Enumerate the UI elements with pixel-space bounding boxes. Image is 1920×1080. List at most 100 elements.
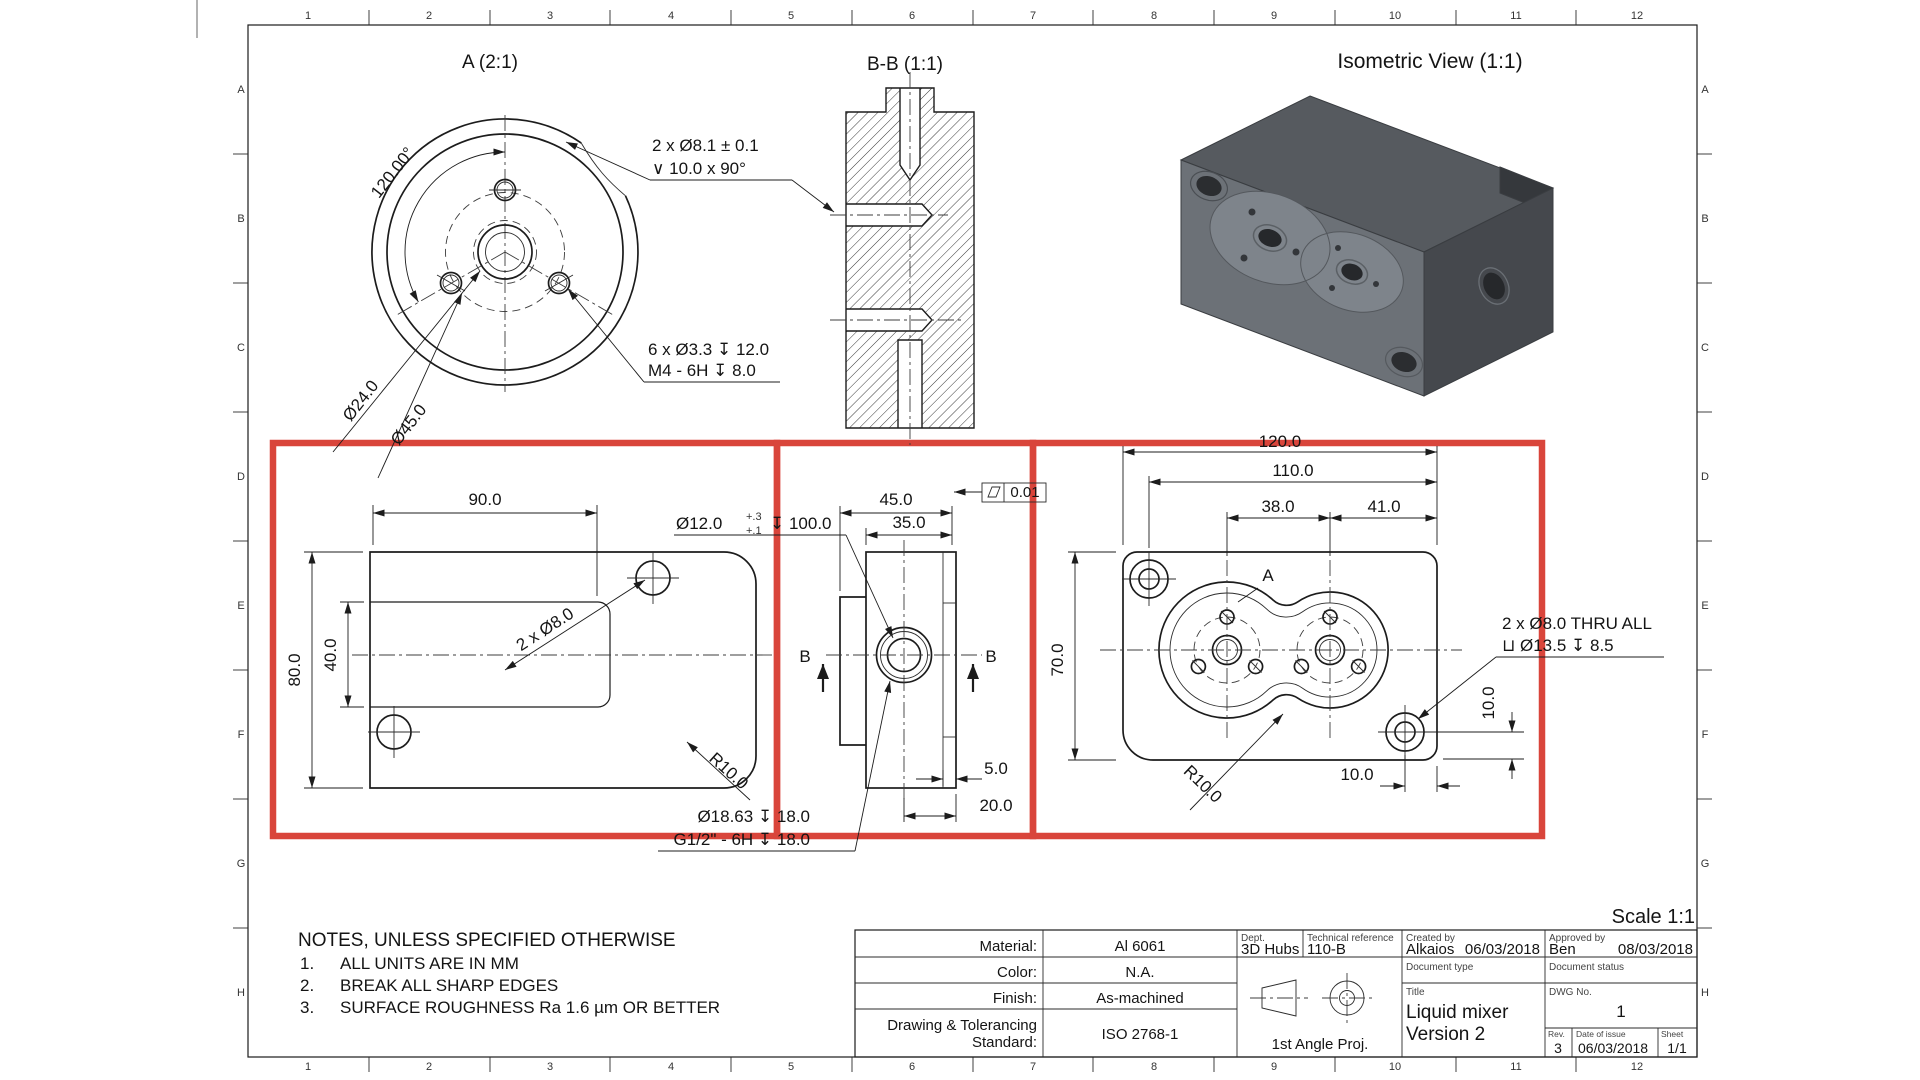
flatness-control-frame: 0.01 — [954, 482, 1047, 503]
top-ruler-ticks — [368, 10, 1577, 25]
dwg-no-label: DWG No. — [1549, 987, 1592, 998]
pocket-outer-profile — [1158, 581, 1389, 719]
grid-col-label: 3 — [547, 10, 553, 22]
dwg-no-value: 1 — [1616, 1002, 1625, 1021]
projection-symbols — [1250, 973, 1372, 1023]
dim-20: 20.0 — [979, 796, 1012, 815]
m4-hole — [436, 271, 466, 295]
dept-label: Dept. — [1241, 933, 1265, 944]
plate-outline — [369, 551, 757, 789]
plate-corner-hole — [627, 552, 679, 604]
bore-tol-lower: +.1 — [746, 525, 762, 537]
projection-label: 1st Angle Proj. — [1272, 1036, 1369, 1053]
front-view-outline — [1122, 551, 1438, 761]
countersink-callout-line2: ∨ 10.0 x 90° — [652, 159, 746, 178]
port-callout-line2: G1/2" - 6H ↧ 18.0 — [673, 830, 810, 849]
grid-col-label: 5 — [788, 1061, 794, 1073]
note-item-text: BREAK ALL SHARP EDGES — [340, 976, 558, 995]
grid-row-label: E — [237, 600, 244, 612]
iso-counterbore-hole — [1189, 170, 1229, 202]
approved-by-label: Approved by — [1549, 933, 1605, 944]
finish-value: As-machined — [1096, 990, 1184, 1007]
material-label: Material: — [979, 938, 1037, 955]
grid-row-label: B — [1701, 213, 1708, 225]
grid-row-label: H — [1701, 987, 1709, 999]
pocket-bolt-holes — [1190, 609, 1367, 675]
note-item-text: SURFACE ROUGHNESS Ra 1.6 µm OR BETTER — [340, 998, 720, 1017]
dim-41: 41.0 — [1367, 497, 1400, 516]
tapped-hole-callout: 6 x Ø3.3 ↧ 12.0 M4 - 6H ↧ 8.0 — [567, 288, 780, 383]
drawing-title-line1: Liquid mixer — [1406, 1002, 1509, 1023]
grid-col-label: 2 — [426, 1061, 432, 1073]
tapped-hole-callout-line2: M4 - 6H ↧ 8.0 — [648, 361, 756, 380]
sheet-label: Sheet — [1661, 1029, 1684, 1039]
dim-35: 35.0 — [892, 513, 925, 532]
techref-value: 110-B — [1307, 941, 1346, 958]
dim-r10-plate: R10.0 — [705, 749, 751, 793]
dim-110: 110.0 — [1272, 461, 1313, 480]
plate-view: 90.0 80.0 40.0 2 x Ø8.0 R10.0 Ø12.0 +.3 … — [285, 490, 894, 801]
notes-block: NOTES, UNLESS SPECIFIED OTHERWISE 1. ALL… — [298, 930, 720, 1017]
grid-row-label: G — [1701, 858, 1710, 870]
m4-hole — [544, 271, 574, 295]
finish-label: Finish: — [993, 990, 1037, 1007]
scale-note: Scale 1:1 — [1612, 906, 1695, 928]
iso-counterbore-hole — [1384, 346, 1424, 378]
view-a-label: A (2:1) — [462, 52, 518, 73]
grid-col-label: 12 — [1631, 10, 1643, 22]
dept-value: 3D Hubs — [1241, 941, 1299, 958]
grid-col-label: 3 — [547, 1061, 553, 1073]
section-cut-arrows: B B — [799, 647, 997, 692]
dim-40: 40.0 — [321, 638, 340, 671]
countersink-callout: 2 x Ø8.1 ± 0.1 ∨ 10.0 x 90° — [565, 136, 835, 213]
dim-38: 38.0 — [1261, 497, 1294, 516]
grid-col-label: 1 — [305, 10, 311, 22]
countersink-callout-line1: 2 x Ø8.1 ± 0.1 — [652, 136, 759, 155]
techref-label: Technical reference — [1307, 933, 1394, 944]
created-by-value: Alkaios — [1406, 941, 1454, 958]
grid-row-label: G — [237, 858, 246, 870]
grid-col-label: 10 — [1389, 10, 1401, 22]
grid-row-label: B — [237, 213, 244, 225]
port-callout-line1: Ø18.63 ↧ 18.0 — [697, 807, 810, 826]
counterbore-corner-hole — [1378, 705, 1432, 759]
grid-col-label: 5 — [788, 10, 794, 22]
date-of-issue-label: Date of issue — [1576, 1029, 1626, 1039]
standard-label-line1: Drawing & Tolerancing — [887, 1017, 1037, 1034]
front-view: 110.0 38.0 41.0 70.0 A R10.0 10.0 10.0 2… — [1048, 446, 1664, 811]
grid-row-label: A — [1701, 84, 1709, 96]
grid-row-label: D — [1701, 471, 1709, 483]
side-view-outline — [865, 551, 957, 789]
tapped-hole-callout-line1: 6 x Ø3.3 ↧ 12.0 — [648, 340, 769, 359]
bore-depth: ↧ 100.0 — [770, 514, 832, 533]
rev-label: Rev. — [1548, 1029, 1565, 1039]
approved-date: 08/03/2018 — [1618, 941, 1693, 958]
note-item-number: 2. — [300, 976, 314, 995]
grid-col-label: 10 — [1389, 1061, 1401, 1073]
grid-row-label: E — [1701, 600, 1708, 612]
detail-a-letter: A — [1262, 566, 1274, 585]
document-type-label: Document type — [1406, 962, 1474, 973]
dim-10-bottom: 10.0 — [1340, 765, 1373, 784]
grid-row-label: C — [237, 342, 245, 354]
bore-callout-dia: Ø12.0 — [676, 514, 722, 533]
grid-col-label: 7 — [1030, 1061, 1036, 1073]
note-item-number: 3. — [300, 998, 314, 1017]
counterbore-callout: 2 x Ø8.0 THRU ALL ⊔ Ø13.5 ↧ 8.5 — [1417, 614, 1664, 720]
material-value: Al 6061 — [1115, 938, 1166, 955]
grid-col-label: 12 — [1631, 1061, 1643, 1073]
approved-by-value: Ben — [1549, 941, 1576, 958]
dim-70: 70.0 — [1048, 643, 1067, 676]
grid-row-label: F — [1702, 729, 1709, 741]
color-value: N.A. — [1125, 964, 1154, 981]
section-letter-b-left: B — [799, 647, 810, 666]
bore-tol-upper: +.3 — [746, 511, 762, 523]
grid-column-labels-bottom: 1 2 3 4 5 6 7 8 9 10 11 12 — [305, 1061, 1643, 1073]
dim-5: 5.0 — [984, 759, 1008, 778]
side-ruler-ticks — [233, 153, 1712, 929]
isometric-label: Isometric View (1:1) — [1337, 50, 1522, 73]
note-item-number: 1. — [300, 954, 314, 973]
section-letter-b-right: B — [985, 647, 996, 666]
iso-threaded-port — [1478, 267, 1510, 305]
